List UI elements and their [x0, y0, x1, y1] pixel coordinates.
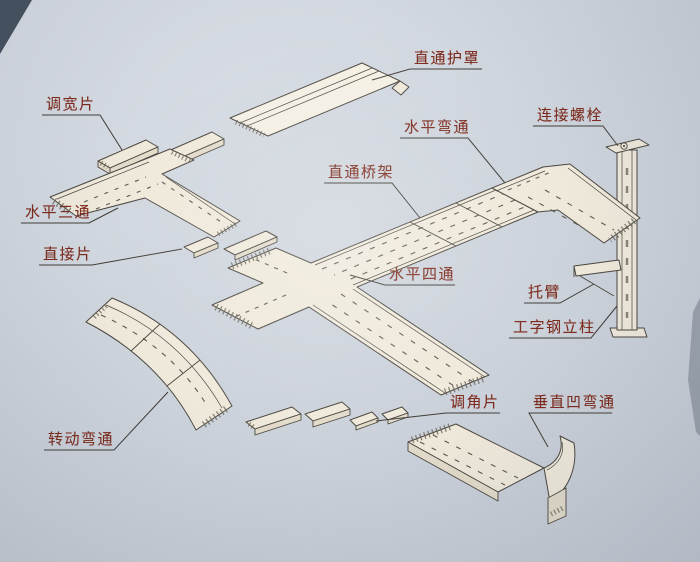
link-pieces — [245, 401, 351, 436]
label-straight-cover: 直通护罩 — [414, 50, 481, 67]
connecting-bolt-part — [605, 138, 650, 154]
leader-cantilever-arm — [524, 283, 595, 304]
horizontal-elbow-part — [491, 163, 641, 244]
label-horizontal-tee: 水平三通 — [25, 204, 92, 221]
leader-horizontal-cross — [349, 274, 455, 286]
leader-straight-connector-plate — [39, 248, 183, 266]
leader-horizontal-tee — [21, 207, 119, 224]
cantilever-arm-part — [573, 259, 622, 297]
label-cantilever-arm: 托臂 — [528, 284, 562, 301]
label-horizontal-cross: 水平四通 — [389, 266, 456, 283]
width-adjuster-parts — [97, 131, 225, 175]
label-angle-adjuster-piece: 调角片 — [450, 394, 500, 411]
photo-corner-artifact — [0, 0, 32, 54]
label-vertical-inside-elbow: 垂直凹弯通 — [533, 394, 616, 411]
i-beam-column-part — [573, 138, 650, 338]
leader-connecting-bolt — [533, 125, 619, 147]
rotating-elbow-part — [85, 297, 233, 431]
leader-rotating-elbow — [44, 391, 169, 451]
straight-cover-part — [229, 62, 410, 138]
label-i-beam-column: 工字钢立柱 — [513, 319, 596, 336]
leader-angle-adjuster — [375, 412, 500, 422]
label-straight-tray: 直通桥架 — [328, 164, 395, 181]
leader-lines — [21, 68, 619, 451]
leader-width-adjuster — [42, 114, 123, 151]
leader-straight-tray — [324, 182, 421, 219]
straight-connector-plates — [183, 230, 278, 261]
leader-straight-cover — [371, 68, 482, 81]
leader-i-beam-column — [509, 305, 618, 339]
leader-horizontal-elbow — [400, 137, 506, 184]
photo-artifacts — [0, 0, 700, 436]
horizontal-tee-part — [49, 148, 241, 238]
label-straight-connector-plate: 直接片 — [43, 246, 93, 263]
photo-edge-smudge — [688, 298, 700, 436]
leader-vertical-inside-elbow — [528, 412, 612, 448]
label-connecting-bolt: 连接螺栓 — [537, 107, 604, 124]
angle-adjuster-parts — [349, 406, 409, 431]
vertical-inside-elbow-part — [407, 422, 576, 525]
label-horizontal-elbow: 水平弯通 — [404, 119, 471, 136]
label-width-adjuster-piece: 调宽片 — [46, 96, 96, 113]
label-rotating-elbow: 转动弯通 — [48, 431, 115, 448]
horizontal-cross-part — [211, 187, 539, 396]
